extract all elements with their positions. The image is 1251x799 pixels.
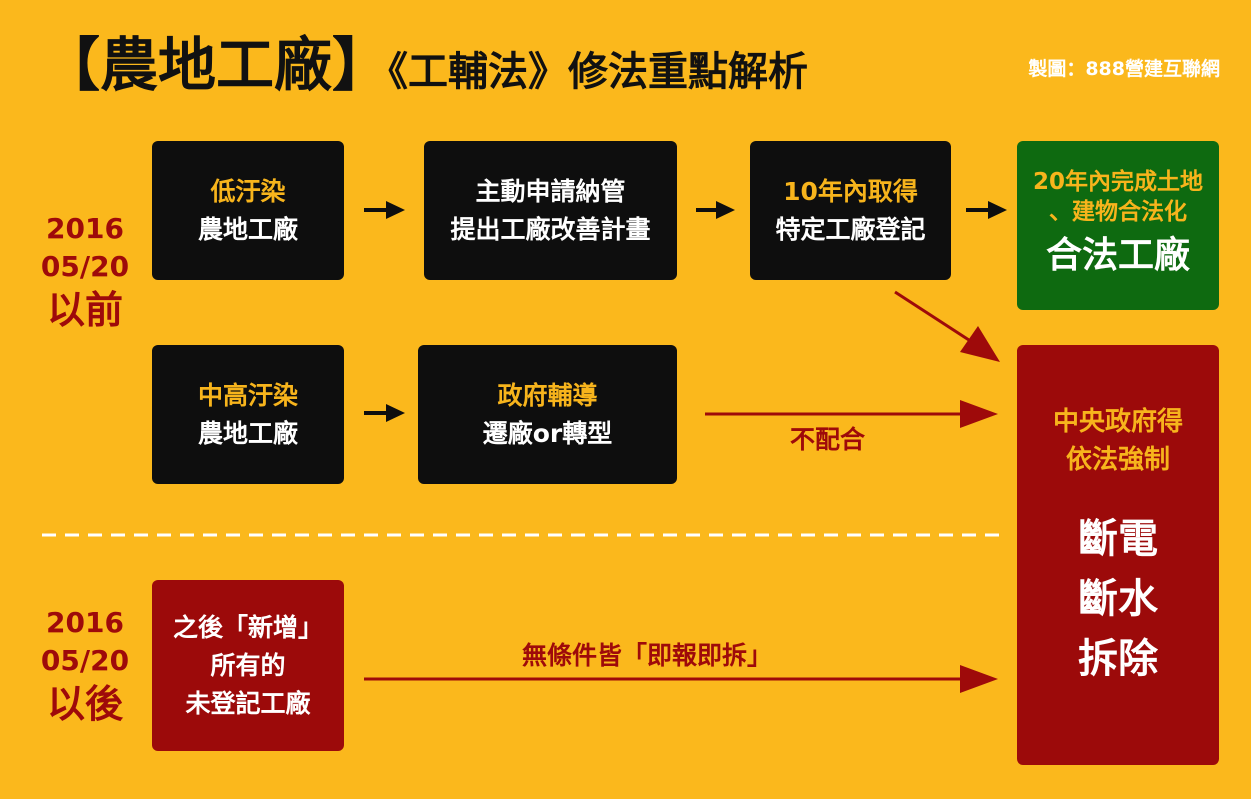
enforcement-box: 中央政府得 依法強制 斷電 斷水 拆除: [1017, 345, 1219, 765]
legal-factory-line2: 、建物合法化: [1049, 198, 1187, 225]
date-before-label: 以前: [46, 288, 123, 332]
action-cut-water: 斷水: [1078, 576, 1158, 622]
arrow-high-to-guidance: [364, 404, 405, 422]
low-pollution-factory: 農地工廠: [197, 214, 298, 244]
arrow-register-to-enforcement: [894, 290, 1000, 362]
credit-text: 製圖：888營建互聯網: [1028, 58, 1220, 80]
high-pollution-label: 中高汙染: [197, 380, 298, 410]
new-unregistered-line3: 未登記工廠: [185, 688, 311, 718]
date-before-year: 2016: [46, 212, 124, 245]
low-pollution-label: 低汙染: [210, 176, 286, 206]
legal-factory-box: 20年內完成土地 、建物合法化 合法工廠: [1017, 141, 1219, 310]
new-unregistered-box: 之後「新增」 所有的 未登記工廠: [152, 580, 344, 751]
enforcement-line2: 依法強制: [1065, 445, 1170, 475]
apply-management-box: 主動申請納管 提出工廠改善計畫: [424, 141, 677, 280]
non-compliance-label: 不配合: [790, 425, 866, 454]
registration-line2: 特定工廠登記: [775, 214, 926, 244]
government-guidance-line1: 政府輔導: [497, 380, 598, 410]
date-before-day: 05/20: [40, 250, 130, 283]
arrow-apply-to-register: [696, 201, 735, 219]
government-guidance-line2: 遷廠or轉型: [482, 418, 613, 448]
date-after-day: 05/20: [40, 644, 130, 677]
apply-management-line1: 主動申請納管: [475, 176, 626, 206]
arrow-new-to-enforcement: [364, 665, 998, 693]
date-after: 2016 05/20 以後: [30, 604, 140, 728]
page-subtitle: 《工輔法》修法重點解析: [368, 49, 808, 95]
legal-factory-line1: 20年內完成土地: [1032, 168, 1203, 195]
government-guidance-box: 政府輔導 遷廠or轉型: [418, 345, 677, 484]
page-title: 【農地工廠】: [42, 31, 391, 99]
apply-management-line2: 提出工廠改善計畫: [450, 214, 651, 244]
low-pollution-box: 低汙染 農地工廠: [152, 141, 344, 280]
registration-box: 10年內取得 特定工廠登記: [750, 141, 951, 280]
enforcement-line1: 中央政府得: [1052, 407, 1183, 437]
action-demolish: 拆除: [1078, 636, 1158, 682]
date-after-label: 以後: [46, 682, 123, 726]
registration-line1: 10年內取得: [783, 176, 918, 206]
date-before: 2016 05/20 以前: [30, 210, 140, 334]
new-unregistered-line1: 之後「新增」: [172, 612, 323, 642]
high-pollution-factory: 農地工廠: [197, 418, 298, 448]
arrow-guidance-to-enforcement: [705, 400, 998, 428]
new-unregistered-line2: 所有的: [210, 650, 286, 680]
legal-factory-title: 合法工廠: [1045, 234, 1190, 276]
arrow-register-to-legal: [966, 201, 1007, 219]
demolish-label: 無條件皆「即報即拆」: [522, 641, 773, 670]
date-after-year: 2016: [46, 606, 124, 639]
action-cut-power: 斷電: [1078, 516, 1158, 562]
arrow-low-to-apply: [364, 201, 405, 219]
high-pollution-box: 中高汙染 農地工廠: [152, 345, 344, 484]
